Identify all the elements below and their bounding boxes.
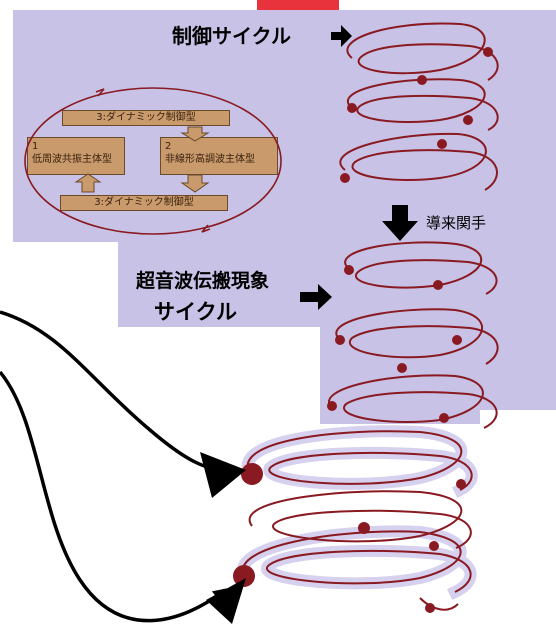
curved-arrow-lower-head [206, 578, 246, 624]
inner-bottom-box: 3:ダイナミック制御型 [60, 195, 228, 211]
inner-left-box: 1 低周波共振主体型 [27, 137, 125, 175]
top-accent-bar [257, 0, 339, 10]
lower-large-node-1 [241, 463, 263, 485]
spiral-control-dots [340, 47, 493, 183]
label-control-cycle: 制御サイクル [172, 24, 291, 48]
arrow-down-lower [180, 174, 210, 193]
lower-large-node-2 [233, 565, 255, 587]
inner-box-arrows [74, 126, 210, 193]
inner-top-box: 3:ダイナミック制御型 [62, 110, 230, 126]
ellipse-arrow-tick-1 [95, 88, 105, 97]
lower-spiral-dots [233, 463, 466, 613]
label-transfer-function: 導来関手 [426, 214, 487, 232]
arrow-down-transfer [382, 205, 418, 241]
spiral-ultrasonic-dots [327, 265, 462, 423]
curved-arrow-lower [0, 370, 228, 623]
left-curved-arrows [0, 310, 235, 623]
ellipse-arrow-tick-2 [201, 224, 211, 233]
arrow-up-left [74, 173, 102, 193]
lower-spiral [241, 430, 473, 611]
inner-right-box: 2 非線形高調波主体型 [160, 137, 278, 175]
label-ultrasonic-line2: サイクル [154, 300, 237, 324]
inner-cycle-ellipse [24, 87, 282, 235]
curved-arrow-upper-head [200, 452, 246, 498]
spiral-ultrasonic-cycle [328, 241, 499, 429]
arrow-right-ultrasonic [300, 284, 332, 310]
label-ultrasonic-line1: 超音波伝搬現象 [136, 270, 270, 292]
curved-arrow-upper [0, 310, 235, 479]
arrow-right-control [331, 25, 352, 47]
arrow-down-right [180, 126, 210, 142]
spiral-control-cycle [339, 22, 499, 191]
